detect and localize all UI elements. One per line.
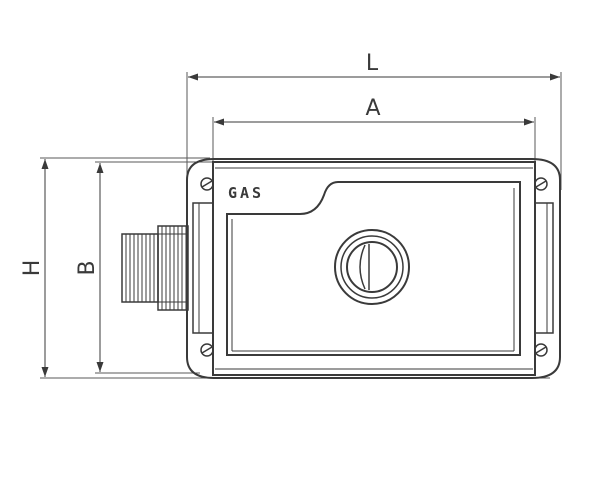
screw-top-left-icon [200, 177, 214, 191]
dimension-h-label: H [20, 260, 45, 277]
screw-bottom-right-icon [534, 343, 548, 357]
screw-bottom-left-icon [200, 343, 214, 357]
mounting-flange [186, 158, 561, 379]
sensor-button-icon [334, 229, 410, 305]
dimension-l-label: L [366, 51, 379, 76]
dimension-b: B [75, 161, 213, 374]
dimension-b-label: B [75, 260, 100, 275]
screw-top-right-icon [534, 177, 548, 191]
left-side-rail [192, 202, 214, 334]
front-panel [226, 181, 521, 356]
logo-text: GAS [228, 184, 264, 202]
dimension-a: A [212, 96, 536, 163]
enclosure: GAS [121, 158, 561, 379]
cable-gland [121, 225, 189, 311]
right-side-rail [534, 202, 554, 334]
dimension-a-label: A [365, 96, 380, 121]
gland-threads [125, 226, 187, 310]
